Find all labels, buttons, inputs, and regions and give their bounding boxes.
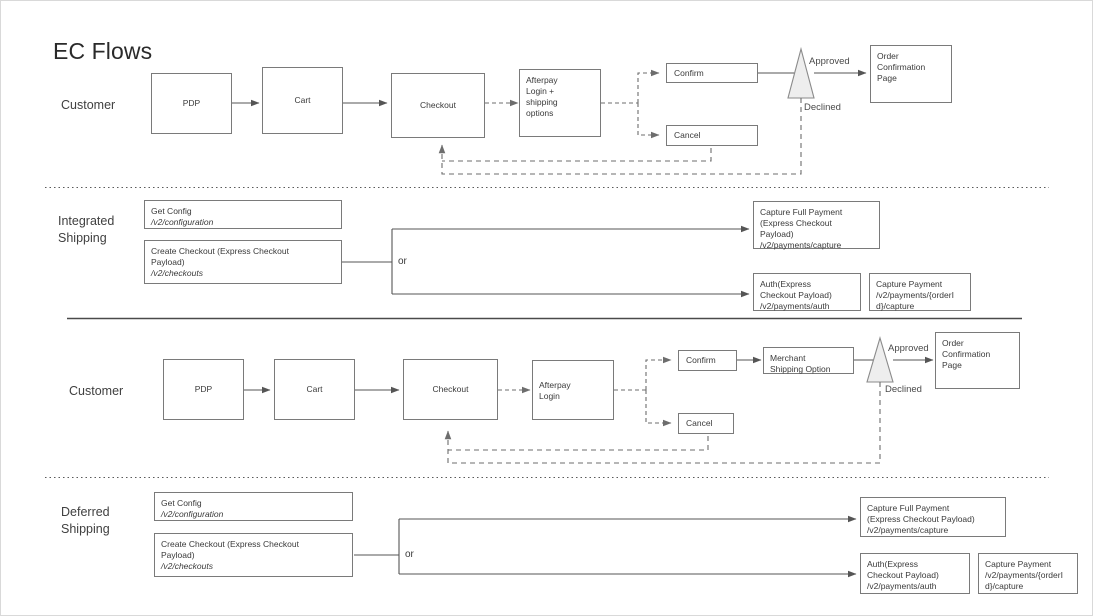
node-create-checkout-deferred-title: Create Checkout (Express Checkout Payloa…: [161, 539, 299, 560]
node-capture-full-payment-deferred-title: Capture Full Payment (Express Checkout P…: [867, 503, 975, 524]
node-merchant-shipping-option-label: Merchant Shipping Option: [770, 353, 831, 374]
node-capture-payment-integrated-title: Capture Payment: [876, 279, 943, 289]
node-auth-deferred[interactable]: Auth(Express Checkout Payload) /v2/payme…: [860, 553, 970, 594]
node-cancel-bottom[interactable]: Cancel: [678, 413, 734, 434]
edge-label-declined-top: Declined: [804, 102, 841, 113]
node-create-checkout-deferred[interactable]: Create Checkout (Express Checkout Payloa…: [154, 533, 353, 577]
edge-fork-cancel-2: [645, 390, 672, 427]
page-title: EC Flows: [53, 38, 153, 64]
node-afterpay-login-shipping-label: Afterpay Login + shipping options: [526, 75, 558, 118]
node-get-config-deferred[interactable]: Get Config /v2/configuration: [154, 492, 353, 521]
node-pdp-bottom-label: PDP: [194, 384, 213, 394]
node-create-checkout-deferred-path: /v2/checkouts: [161, 561, 213, 571]
lane-label-customer-bottom: Customer: [69, 384, 124, 398]
lane-label-customer-top: Customer: [61, 98, 116, 112]
node-capture-full-payment-deferred-path: /v2/payments/capture: [867, 525, 949, 535]
edge-label-declined-bottom: Declined: [885, 384, 922, 395]
node-checkout-top-label: Checkout: [420, 100, 456, 110]
node-get-config-deferred-title: Get Config: [161, 498, 202, 508]
node-create-checkout-integrated-path: /v2/checkouts: [151, 268, 203, 278]
node-create-checkout-integrated[interactable]: Create Checkout (Express Checkout Payloa…: [144, 240, 342, 284]
node-merchant-shipping-option[interactable]: Merchant Shipping Option: [763, 347, 854, 374]
edge-fork-confirm-2: [645, 356, 672, 390]
node-afterpay-login-label: Afterpay Login: [539, 380, 571, 401]
node-capture-full-payment-integrated-path: /v2/payments/capture: [760, 240, 842, 250]
edge-cancel-return: [442, 148, 712, 162]
edge-fork-cancel: [637, 103, 660, 139]
edge-label-approved-top: Approved: [809, 56, 850, 67]
node-capture-payment-deferred[interactable]: Capture Payment /v2/payments/{orderI d}/…: [978, 553, 1078, 594]
node-pdp-top[interactable]: PDP: [151, 73, 232, 134]
node-cancel-top-label: Cancel: [674, 130, 701, 140]
node-get-config-integrated[interactable]: Get Config /v2/configuration: [144, 200, 342, 229]
node-cart-bottom-label: Cart: [306, 384, 323, 394]
node-checkout-bottom-label: Checkout: [432, 384, 469, 394]
node-cancel-top[interactable]: Cancel: [666, 125, 758, 146]
edge-cancel-return-2: [448, 436, 709, 451]
lane-label-deferred-shipping: Deferred Shipping: [61, 505, 110, 536]
node-auth-deferred-path: /v2/payments/auth: [867, 581, 937, 591]
node-confirm-top-label: Confirm: [674, 67, 704, 78]
node-checkout-bottom[interactable]: Checkout: [403, 359, 498, 420]
node-pdp-top-label: PDP: [182, 98, 201, 108]
node-cart-top[interactable]: Cart: [262, 67, 343, 134]
node-cancel-bottom-label: Cancel: [686, 418, 713, 428]
node-order-confirmation-bottom-label: Order Confirmation Page: [942, 338, 991, 370]
node-capture-full-payment-integrated-title: Capture Full Payment (Express Checkout P…: [760, 207, 843, 239]
node-confirm-top[interactable]: Confirm: [666, 63, 758, 83]
node-get-config-integrated-title: Get Config: [151, 206, 192, 216]
node-capture-payment-deferred-path: /v2/payments/{orderI d}/capture: [985, 570, 1063, 591]
node-auth-deferred-title: Auth(Express Checkout Payload): [867, 559, 939, 580]
node-capture-payment-integrated[interactable]: Capture Payment /v2/payments/{orderI d}/…: [869, 273, 971, 311]
node-capture-full-payment-integrated[interactable]: Capture Full Payment (Express Checkout P…: [753, 201, 880, 250]
node-pdp-bottom[interactable]: PDP: [163, 359, 244, 420]
edge-fork-confirm: [637, 69, 660, 103]
or-label-integrated: or: [398, 256, 407, 267]
node-checkout-top[interactable]: Checkout: [391, 73, 485, 138]
node-create-checkout-integrated-title: Create Checkout (Express Checkout Payloa…: [151, 246, 289, 267]
or-label-deferred: or: [405, 549, 414, 560]
node-auth-integrated[interactable]: Auth(Express Checkout Payload) /v2/payme…: [753, 273, 861, 311]
node-afterpay-login-shipping[interactable]: Afterpay Login + shipping options: [519, 69, 601, 137]
node-afterpay-login[interactable]: Afterpay Login: [532, 360, 614, 420]
edge-label-approved-bottom: Approved: [888, 343, 929, 354]
node-cart-bottom[interactable]: Cart: [274, 359, 355, 420]
node-confirm-bottom-label: Confirm: [686, 355, 716, 365]
node-capture-payment-integrated-path: /v2/payments/{orderI d}/capture: [876, 290, 954, 311]
node-capture-payment-deferred-title: Capture Payment: [985, 559, 1052, 569]
node-cart-top-label: Cart: [294, 95, 311, 105]
node-get-config-deferred-path: /v2/configuration: [161, 509, 224, 519]
lane-label-integrated-shipping: Integrated Shipping: [58, 214, 115, 245]
edge-declined-return-2: [444, 382, 881, 464]
node-order-confirmation-bottom[interactable]: Order Confirmation Page: [935, 332, 1020, 389]
node-get-config-integrated-path: /v2/configuration: [151, 217, 214, 227]
node-order-confirmation-top-label: Order Confirmation Page: [877, 51, 926, 83]
node-order-confirmation-top[interactable]: Order Confirmation Page: [870, 45, 952, 103]
node-auth-integrated-path: /v2/payments/auth: [760, 301, 830, 311]
node-confirm-bottom[interactable]: Confirm: [678, 350, 737, 371]
node-capture-full-payment-deferred[interactable]: Capture Full Payment (Express Checkout P…: [860, 497, 1006, 537]
node-auth-integrated-title: Auth(Express Checkout Payload): [760, 279, 832, 300]
